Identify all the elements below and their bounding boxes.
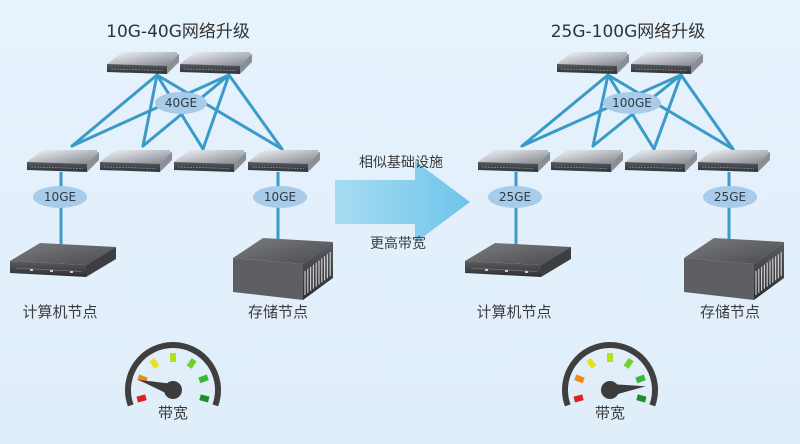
transition-bottom-label: 更高带宽 bbox=[370, 236, 426, 252]
gauge-arc bbox=[125, 342, 221, 407]
right-spine-link bbox=[520, 73, 683, 148]
left-access-switch-icon bbox=[26, 147, 100, 173]
gauge-segment bbox=[186, 357, 197, 369]
right-spine-switch-icon bbox=[630, 49, 704, 75]
right-compute-node-label: 计算机节点 bbox=[476, 303, 552, 321]
left-bandwidth-gauge bbox=[125, 342, 221, 407]
arrow-right-icon bbox=[335, 161, 470, 243]
left-spine-link bbox=[201, 73, 231, 151]
right-compute-node-icon bbox=[464, 242, 572, 278]
left-access-switch-icon bbox=[99, 147, 173, 173]
left-storage-node-icon bbox=[233, 238, 333, 300]
right-storage-node-label: 存储节点 bbox=[699, 303, 761, 321]
gauge-arc bbox=[562, 342, 658, 407]
left-gauge-label: 带宽 bbox=[157, 404, 189, 422]
right-access-switch-icon bbox=[477, 147, 551, 173]
gauge-segment bbox=[198, 374, 209, 384]
gauge-segment bbox=[137, 374, 148, 384]
left-spine-link-label: 40GE bbox=[155, 92, 207, 114]
left-spine-switch-icon bbox=[179, 49, 253, 75]
gauge-hub bbox=[601, 381, 619, 399]
gauge-segment bbox=[574, 374, 585, 384]
left-spine-link bbox=[70, 73, 231, 148]
right-access-switch-icon bbox=[697, 147, 771, 173]
transition-top-label: 相似基础设施 bbox=[359, 155, 443, 171]
right-access-link-label-storage: 25GE bbox=[703, 186, 757, 208]
gauge-segment bbox=[199, 394, 210, 403]
left-compute-node-icon bbox=[9, 242, 117, 278]
left-compute-node-label: 计算机节点 bbox=[22, 303, 98, 321]
left-panel-title: 10G-40G网络升级 bbox=[106, 22, 250, 42]
left-storage-node-label: 存储节点 bbox=[247, 303, 309, 321]
gauge-segment bbox=[623, 357, 634, 369]
storage-chassis bbox=[684, 238, 784, 300]
gauge-segment bbox=[586, 357, 597, 369]
left-access-switch-icon bbox=[173, 147, 247, 173]
gauge-segment bbox=[635, 374, 646, 384]
right-spine-link bbox=[606, 73, 735, 151]
storage-chassis bbox=[233, 238, 333, 300]
left-spine-switch-icon bbox=[106, 49, 180, 75]
right-bandwidth-gauge bbox=[562, 342, 658, 407]
right-spine-link bbox=[652, 73, 683, 151]
left-spine-link bbox=[155, 73, 284, 151]
gauge-segment bbox=[136, 394, 147, 403]
gauge-hub bbox=[164, 381, 182, 399]
right-gauge-label: 带宽 bbox=[594, 404, 626, 422]
right-access-link-label-compute: 25GE bbox=[488, 186, 542, 208]
left-spine-link bbox=[227, 73, 284, 151]
right-storage-node-icon bbox=[684, 238, 784, 300]
right-access-switch-icon bbox=[550, 147, 624, 173]
left-access-link-label-storage: 10GE bbox=[253, 186, 307, 208]
left-spine-link bbox=[70, 73, 159, 148]
right-panel-title: 25G-100G网络升级 bbox=[550, 22, 706, 42]
right-spine-link bbox=[520, 73, 610, 148]
gauge-segment bbox=[149, 357, 160, 369]
right-spine-link-label: 100GE bbox=[603, 92, 661, 114]
right-spine-switch-icon bbox=[556, 49, 630, 75]
right-access-switch-icon bbox=[624, 147, 698, 173]
left-access-switch-icon bbox=[247, 147, 321, 173]
gauge-segment bbox=[573, 394, 584, 403]
gauge-segment bbox=[636, 394, 647, 403]
left-access-link-label-compute: 10GE bbox=[33, 186, 87, 208]
right-spine-link bbox=[679, 73, 735, 151]
